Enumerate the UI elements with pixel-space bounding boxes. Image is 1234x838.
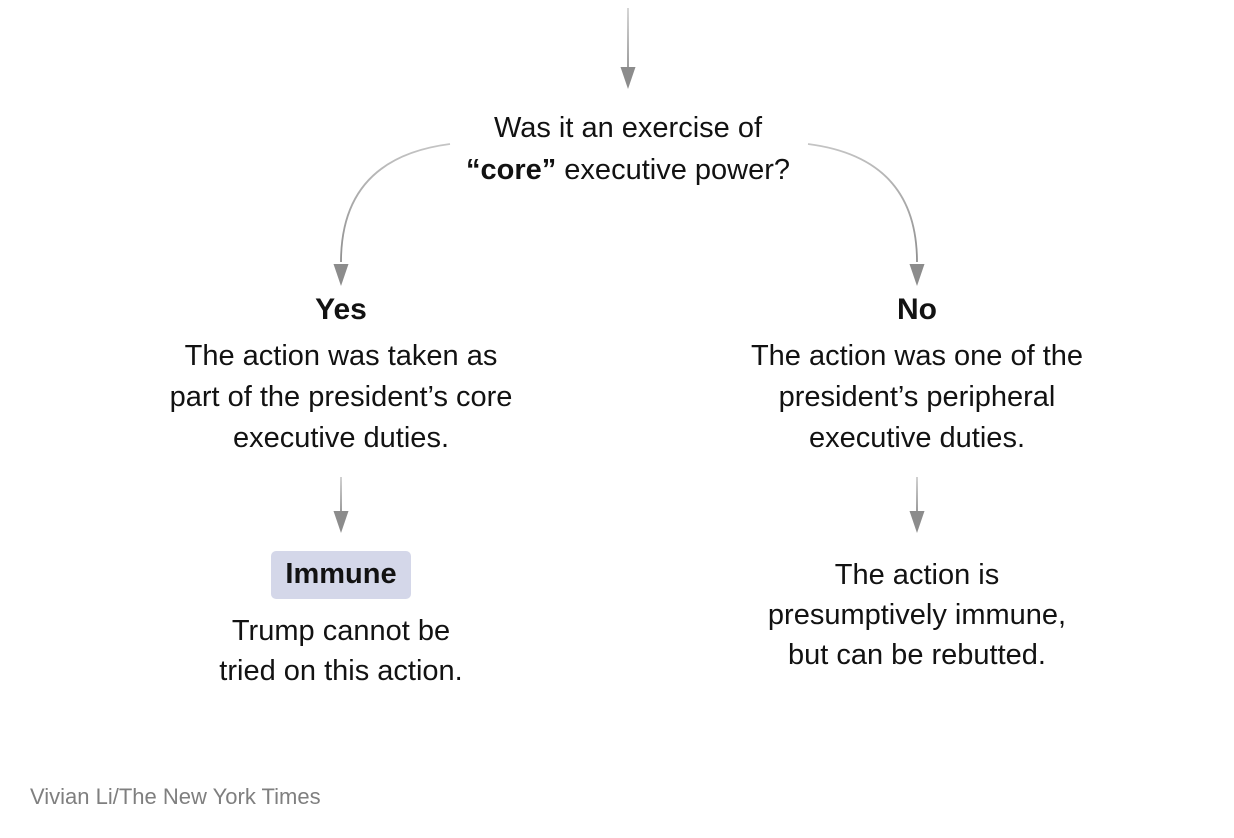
yes-desc-line: The action was taken as xyxy=(184,340,498,372)
question-node: Was it an exercise of “core” executive p… xyxy=(398,107,858,191)
immune-chip-row: Immune xyxy=(111,551,571,599)
yes-desc-line: executive duties. xyxy=(232,422,449,454)
no-outcome-description: The action is presumptively immune, but … xyxy=(687,555,1147,675)
no-down-arrow-icon xyxy=(909,477,925,533)
yes-outcome-description: Trump cannot be tried on this action. xyxy=(111,611,571,691)
question-core-emphasis: “core” xyxy=(465,154,557,186)
no-outcome-line: but can be rebutted. xyxy=(788,639,1046,671)
yes-branch-description: The action was taken as part of the pres… xyxy=(111,336,571,459)
question-line2: “core” executive power? xyxy=(398,149,858,191)
top-entry-arrow-icon xyxy=(620,8,636,89)
no-desc-line: president’s peripheral xyxy=(778,381,1056,413)
no-desc-line: executive duties. xyxy=(808,422,1025,454)
yes-branch-arrow-icon xyxy=(333,143,451,286)
byline-credit: Vivian Li/The New York Times xyxy=(30,784,321,809)
yes-down-arrow-icon xyxy=(333,477,349,533)
yes-desc-line: part of the president’s core xyxy=(169,381,513,413)
no-branch-arrow-icon xyxy=(807,143,925,286)
question-line2-rest: executive power? xyxy=(556,154,790,186)
no-branch-label: No xyxy=(897,293,937,326)
no-desc-line: The action was one of the xyxy=(750,340,1084,372)
yes-branch-label: Yes xyxy=(315,293,367,326)
no-outcome-line: The action is xyxy=(834,559,1000,591)
no-branch-description: The action was one of the president’s pe… xyxy=(687,336,1147,459)
yes-outcome-line: Trump cannot be xyxy=(231,615,451,647)
no-outcome-line: presumptively immune, xyxy=(767,599,1067,631)
question-line1: Was it an exercise of xyxy=(493,112,763,144)
yes-outcome-line: tried on this action. xyxy=(219,655,463,687)
immune-outcome-badge: Immune xyxy=(271,551,411,599)
